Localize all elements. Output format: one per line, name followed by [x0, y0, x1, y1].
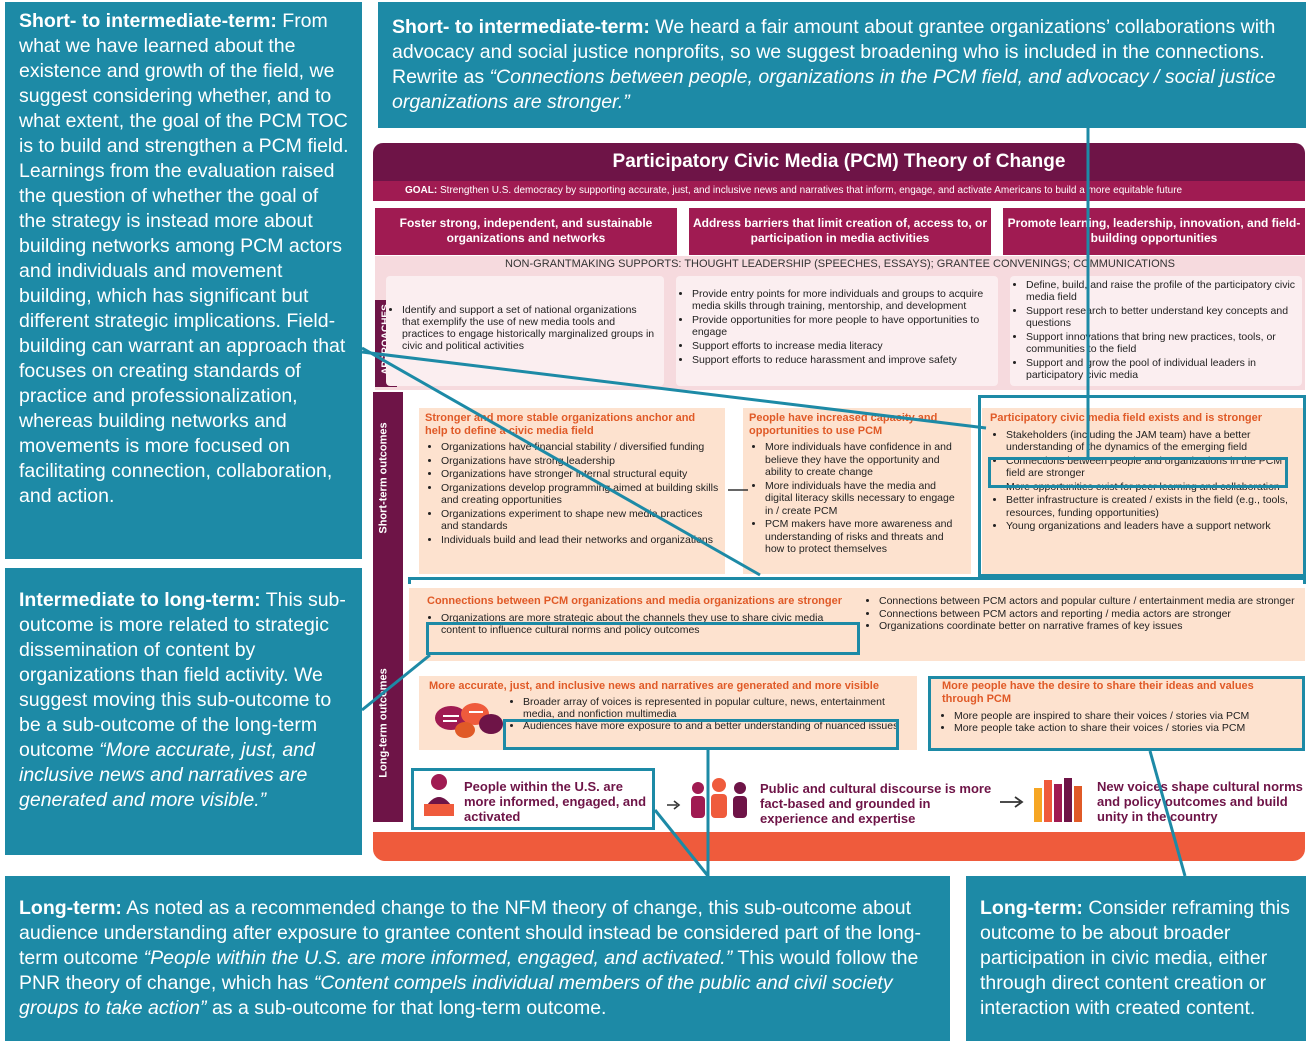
- final-outcome-3: New voices shape cultural norms and poli…: [1097, 779, 1303, 824]
- callout-body: Consider reframing this outcome to be ab…: [980, 897, 1290, 1019]
- outcome-item: Connections between PCM actors and popul…: [879, 595, 1301, 608]
- long-term-heading: More accurate, just, and inclusive news …: [429, 680, 879, 692]
- outcome-item: Stakeholders (including the JAM team) ha…: [1006, 429, 1299, 454]
- outcome-item: Organizations are more strategic about t…: [441, 612, 847, 637]
- highlight-informed-box: [411, 768, 655, 830]
- connector-line: [1148, 750, 1187, 877]
- highlight-connections-item: [988, 457, 1288, 488]
- outcome-item: Organizations experiment to shape new me…: [441, 508, 719, 533]
- callout-quote: “More accurate, just, and inclusive news…: [19, 739, 315, 811]
- connector-line: [653, 809, 710, 877]
- long-term-box-2: More people have the desire to share the…: [930, 676, 1305, 750]
- outcome-item: Better infrastructure is created / exist…: [1006, 494, 1299, 519]
- callout-short-intermediate-left: Short- to intermediate-term: From what w…: [5, 2, 362, 559]
- callout-body: From what we have learned about the exis…: [19, 10, 349, 507]
- callout-body: This sub-outcome is more related to stra…: [19, 589, 346, 761]
- strategy-3: Promote learning, leadership, innovation…: [1003, 208, 1305, 255]
- outcome-item: Organizations have financial stability /…: [441, 441, 719, 454]
- outcome-item: Young organizations and leaders have a s…: [1006, 520, 1299, 533]
- highlight-share-box: [928, 676, 1305, 751]
- strategy-2: Address barriers that limit creation of,…: [689, 208, 991, 255]
- goal-text: Strengthen U.S. democracy by supporting …: [440, 185, 1183, 196]
- outcome-item: More people take action to share their v…: [954, 722, 1298, 734]
- outcomes-sidebar: Short-term outcomes Long-term outcomes: [373, 392, 403, 822]
- goal-label: GOAL:: [405, 185, 438, 196]
- raised-hands-icon: [1030, 774, 1088, 824]
- callout-long-term-right: Long-term: Consider reframing this outco…: [966, 876, 1306, 1041]
- approach-item: Identify and support a set of national o…: [402, 304, 656, 352]
- goal-bar: GOAL: Strengthen U.S. democracy by suppo…: [373, 181, 1305, 201]
- callout-body: As noted as a recommended change to the …: [19, 897, 921, 969]
- short-term-box-2: People have increased capacity and oppor…: [743, 408, 971, 574]
- short-term-heading: Participatory civic media field exists a…: [990, 412, 1263, 424]
- callout-title: Short- to intermediate-term:: [19, 10, 277, 32]
- callout-intermediate-long: Intermediate to long-term: This sub-outc…: [5, 568, 362, 855]
- approach-item: Support efforts to reduce harassment and…: [692, 354, 992, 366]
- callout-title: Long-term:: [980, 897, 1083, 919]
- outcome-item: Individuals build and lead their network…: [441, 534, 719, 547]
- callout-quote: “Content compels individual members of t…: [19, 972, 893, 1019]
- outcome-item: Organizations have stronger internal str…: [441, 468, 719, 481]
- intermediate-left: Connections between PCM organizations an…: [427, 595, 847, 637]
- approach-box-1: Identify and support a set of national o…: [386, 276, 664, 386]
- callout-quote: “Connections between people, organizatio…: [392, 66, 1276, 113]
- approach-box-3: Define, build, and raise the profile of …: [1010, 276, 1302, 386]
- approach-item: Define, build, and raise the profile of …: [1026, 279, 1296, 303]
- short-term-box-3: Participatory civic media field exists a…: [982, 408, 1305, 574]
- long-term-heading: More people have the desire to share the…: [942, 680, 1254, 705]
- outcome-item: Audiences have more exposure to and a be…: [523, 720, 909, 732]
- arrow-right-icon: [1000, 795, 1026, 809]
- callout-body: This would follow the PNR theory of chan…: [19, 947, 919, 994]
- person-laptop-icon: [420, 772, 458, 822]
- highlight-intermediate-top: [408, 577, 1306, 584]
- outcome-item: More individuals have confidence in and …: [765, 441, 965, 479]
- intermediate-right: Connections between PCM actors and popul…: [865, 595, 1301, 633]
- outcome-item: Organizations coordinate better on narra…: [879, 620, 1301, 633]
- connector-line: [361, 346, 761, 577]
- speech-bubbles-icon: [429, 698, 505, 742]
- outcome-item: More individuals have the media and digi…: [765, 480, 965, 518]
- approach-item: Support research to better understand ke…: [1026, 305, 1296, 329]
- callout-long-term-bottom: Long-term: As noted as a recommended cha…: [5, 876, 950, 1041]
- callout-title: Long-term:: [19, 897, 122, 919]
- outcome-item: Organizations develop programming aimed …: [441, 482, 719, 507]
- approach-item: Provide opportunities for more people to…: [692, 314, 992, 338]
- crowd-icon: [686, 776, 752, 822]
- approach-item: Provide entry points for more individual…: [692, 288, 992, 312]
- approach-box-2: Provide entry points for more individual…: [676, 276, 998, 386]
- callout-title: Intermediate to long-term:: [19, 589, 261, 611]
- strategy-1: Foster strong, independent, and sustaina…: [375, 208, 677, 255]
- outcome-item: Connections between PCM actors and repor…: [879, 608, 1301, 621]
- callout-quote: “People within the U.S. are more informe…: [143, 947, 733, 969]
- connector-line: [361, 653, 431, 712]
- non-grantmaking-supports: NON-GRANTMAKING SUPPORTS: THOUGHT LEADER…: [375, 256, 1305, 273]
- connector-line: [361, 350, 987, 430]
- intermediate-box: Connections between PCM organizations an…: [409, 588, 1305, 661]
- doc-title: Participatory Civic Media (PCM) Theory o…: [373, 143, 1305, 181]
- approach-item: Support and grow the pool of individual …: [1026, 357, 1296, 381]
- highlight-channels-item: [426, 622, 860, 655]
- highlight-audiences-item: [503, 719, 899, 750]
- intermediate-heading: Connections between PCM organizations an…: [427, 595, 843, 607]
- bottom-red-bar: [373, 832, 1305, 861]
- callout-body: as a sub-outcome for that long-term outc…: [211, 997, 607, 1019]
- outcome-item: PCM makers have more awareness and under…: [765, 518, 965, 556]
- approach-item: Support efforts to increase media litera…: [692, 340, 992, 352]
- outcome-item: Broader array of voices is represented i…: [523, 696, 909, 720]
- callout-body: We heard a fair amount about grantee org…: [392, 16, 1276, 88]
- short-term-box-1: Stronger and more stable organizations a…: [419, 408, 725, 574]
- long-term-box-1: More accurate, just, and inclusive news …: [419, 676, 917, 750]
- final-outcome-1: People within the U.S. are more informed…: [464, 779, 647, 824]
- callout-short-intermediate-top: Short- to intermediate-term: We heard a …: [378, 2, 1306, 128]
- outcome-item: Organizations have strong leadership: [441, 455, 719, 468]
- callout-title: Short- to intermediate-term:: [392, 16, 650, 38]
- outcome-item: More people are inspired to share their …: [954, 710, 1298, 722]
- final-outcome-2: Public and cultural discourse is more fa…: [760, 781, 992, 826]
- highlight-field-box: [978, 395, 1306, 577]
- arrow-right-icon: [667, 797, 681, 810]
